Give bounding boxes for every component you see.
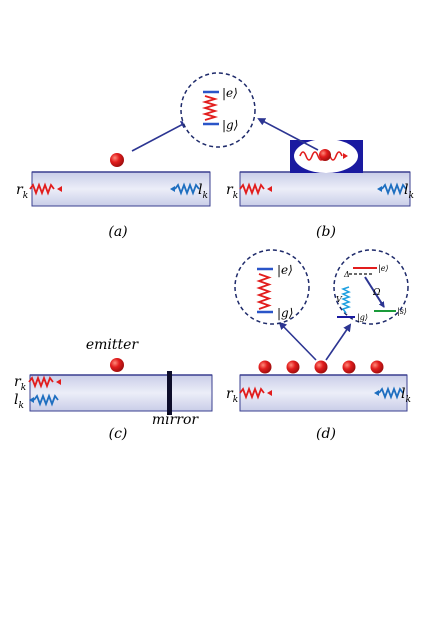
photon-left-wave [33, 393, 59, 407]
photon-left-arrow [170, 186, 175, 192]
lk-label: lk [404, 182, 414, 201]
photon-left-wave [378, 386, 404, 400]
decay-wave [256, 273, 272, 310]
panel-c: emitter mirror rk lk (c) [14, 337, 213, 442]
photon-right-arrow [57, 186, 62, 192]
rk-label: rk [226, 386, 238, 405]
rk-label: rk [226, 182, 238, 201]
panel-label-d: (d) [316, 426, 336, 442]
decay-wave [201, 95, 219, 121]
ket-g-label: |g⟩ [222, 118, 238, 132]
zoom-circle-two-level-d: |e⟩ |g⟩ [234, 249, 310, 325]
ket-g-label: |g⟩ [357, 313, 368, 322]
cavity-photon-arrow [343, 153, 348, 159]
waveguide [29, 374, 213, 412]
cavity-photon-wave [299, 151, 343, 161]
rk-label: rk [14, 374, 26, 393]
photon-left-wave [381, 182, 407, 196]
zoom-arrow-right [325, 323, 352, 361]
ket-e-label: |e⟩ [277, 263, 293, 277]
ket-g-label: |g⟩ [277, 306, 293, 320]
v-label: V [336, 295, 343, 304]
photon-left-arrow [29, 397, 34, 403]
ket-s-label: |s⟩ [397, 307, 407, 316]
lk-label: lk [14, 392, 24, 411]
emitter-dot [258, 360, 272, 374]
zoom-circle [234, 249, 310, 325]
delta-label: Δ [343, 270, 350, 279]
zoom-circle [180, 72, 256, 148]
waveguide [239, 374, 408, 412]
emitter-dot [342, 360, 356, 374]
ket-e-label: |e⟩ [378, 264, 389, 273]
photon-right-arrow [267, 186, 272, 192]
ket-e-label: |e⟩ [222, 86, 238, 100]
panel-label-c: (c) [109, 426, 128, 442]
photon-left-arrow [374, 390, 379, 396]
photon-right-wave [28, 375, 54, 389]
emitter-dot [319, 149, 331, 161]
pump-wave [341, 286, 351, 314]
emitter-dot [370, 360, 384, 374]
panel-label-a: (a) [108, 224, 127, 240]
emitter-dot [314, 360, 328, 374]
panel-d: rk lk (d) [226, 321, 411, 442]
waveguide [239, 171, 411, 207]
panel-a: rk lk (a) [16, 121, 211, 240]
emitter-dot [286, 360, 300, 374]
emitter-dot [110, 358, 124, 372]
omega-label: Ω [372, 288, 381, 298]
zoom-circle-two-level: |e⟩ |g⟩ [180, 72, 256, 148]
photon-left-wave [174, 182, 200, 196]
emitter-label: emitter [86, 337, 140, 353]
zoom-arrow [131, 121, 189, 152]
panel-label-b: (b) [316, 224, 336, 240]
zoom-arrow-left [278, 321, 317, 361]
panel-b: rk lk (b) [226, 118, 414, 240]
mirror-label: mirror [152, 412, 200, 428]
rk-label: rk [16, 182, 28, 201]
photon-right-arrow [56, 379, 61, 385]
lk-label: lk [198, 182, 208, 201]
photon-right-wave [29, 182, 55, 196]
omega-coupling-arrow [364, 276, 385, 308]
mirror-bar [167, 371, 172, 415]
zoom-circle-three-level: Δ |e⟩ Ω V |g⟩ |s⟩ [333, 249, 409, 325]
photon-right-arrow [267, 390, 272, 396]
photon-right-wave [239, 386, 265, 400]
photon-left-arrow [377, 186, 382, 192]
lk-label: lk [401, 386, 411, 405]
emitter-dot [110, 153, 124, 167]
photon-right-wave [239, 182, 265, 196]
zoom-arrow [257, 118, 319, 151]
